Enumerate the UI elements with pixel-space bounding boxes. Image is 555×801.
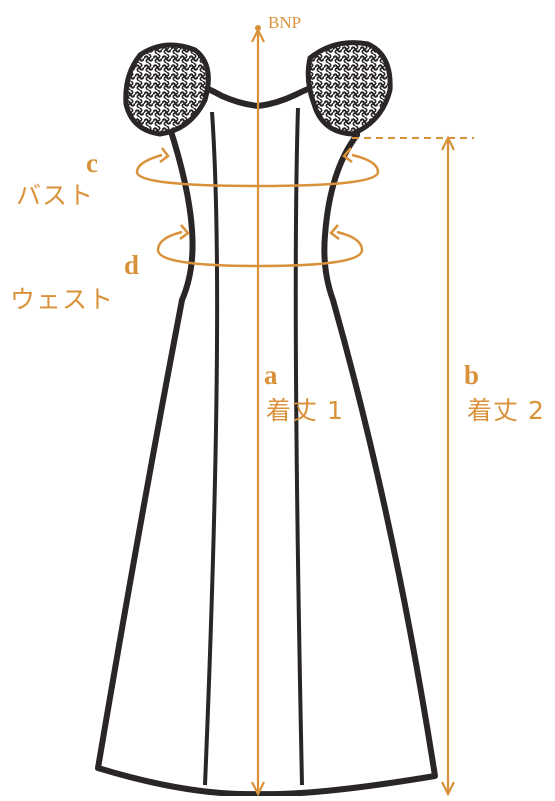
measure-d-label: ウェスト xyxy=(10,285,115,314)
measure-a-label: 着丈 1 xyxy=(266,396,344,425)
sleeve-left-lace xyxy=(123,42,211,137)
measure-a-letter: a xyxy=(264,360,278,390)
sleeve-right-lace xyxy=(305,40,393,137)
bnp-marker xyxy=(255,25,261,31)
measure-c-letter: c xyxy=(86,148,98,178)
bnp-label: BNP xyxy=(268,13,302,32)
measure-c-label: バスト xyxy=(16,181,95,210)
bust-ring xyxy=(135,147,380,188)
seam-right xyxy=(293,107,304,786)
waist-ring xyxy=(156,224,364,268)
seam-left xyxy=(203,111,220,786)
measure-b-letter: b xyxy=(464,360,480,390)
measure-b-label: 着丈 2 xyxy=(467,396,545,425)
measure-d-letter: d xyxy=(124,250,140,280)
measure-b-line xyxy=(441,135,455,797)
dress-outline xyxy=(95,69,438,798)
